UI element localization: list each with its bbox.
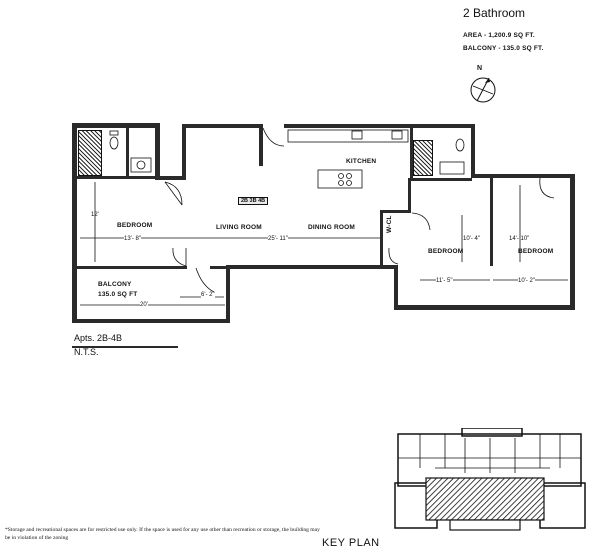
dim-10-2: 10'- 2" bbox=[518, 278, 535, 284]
nts-caption: N.T.S. bbox=[74, 347, 99, 357]
dim-20: 20' bbox=[140, 302, 148, 308]
balcony-area-label: 135.0 SQ FT bbox=[98, 291, 138, 298]
footnote: *Storage and recreational spaces are for… bbox=[5, 527, 320, 541]
floor-plan: 2B 3B 4B KITCHEN BEDROOM LIVING ROOM DIN… bbox=[72, 123, 575, 323]
balcony-room-label: BALCONY bbox=[98, 281, 132, 288]
area-label: AREA - 1,200.9 SQ FT. bbox=[463, 32, 535, 39]
north-label: N bbox=[477, 65, 483, 72]
dim-13-8: 13'- 8" bbox=[124, 236, 141, 242]
unit-tag: 2B 3B 4B bbox=[238, 197, 269, 205]
kitchen-label: KITCHEN bbox=[346, 158, 377, 165]
dim-6-2: 6'- 2" bbox=[201, 292, 215, 298]
balcony-label: BALCONY - 135.0 SQ FT. bbox=[463, 45, 544, 52]
dim-12: 12' bbox=[91, 212, 99, 218]
north-arrow-icon bbox=[465, 66, 501, 106]
dining-room-label: DINING ROOM bbox=[308, 224, 355, 231]
dim-25-11: 25'- 11" bbox=[268, 236, 288, 242]
apartments-caption: Apts. 2B-4B bbox=[74, 333, 123, 343]
bedroom-left-label: BEDROOM bbox=[117, 222, 153, 229]
dim-11-5: 11'- 5" bbox=[436, 278, 453, 284]
key-plan-label: KEY PLAN bbox=[322, 537, 380, 549]
living-room-label: LIVING ROOM bbox=[216, 224, 262, 231]
dim-10-4: 10'- 4" bbox=[463, 236, 480, 242]
bedroom-right-label: BEDROOM bbox=[518, 248, 554, 255]
fixtures-drawing bbox=[80, 127, 568, 306]
unit-title: 2 Bathroom bbox=[463, 6, 526, 20]
bedroom-mid-label: BEDROOM bbox=[428, 248, 464, 255]
closet-label: W-CL bbox=[386, 215, 393, 233]
key-plan-drawing bbox=[390, 427, 590, 533]
dim-14-10: 14'- 10" bbox=[509, 236, 530, 242]
